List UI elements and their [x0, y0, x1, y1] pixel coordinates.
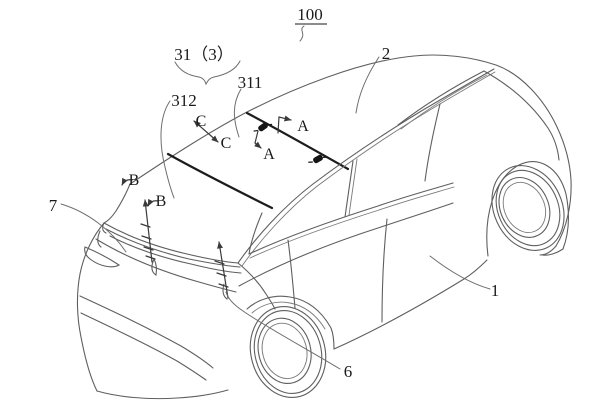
front-wheel — [486, 161, 569, 257]
car-silhouette — [76, 54, 572, 400]
label-b-bottom: B — [156, 193, 167, 210]
reference-labels: 100 31（3） 311 312 2 7 1 6 — [49, 5, 500, 381]
spoiler-wing-bottom — [105, 228, 241, 268]
roof-assembly — [166, 68, 496, 287]
label-100: 100 — [297, 5, 323, 24]
leader-100 — [299, 25, 305, 42]
beltline-inner — [249, 186, 455, 259]
front-rim-inner — [502, 181, 547, 233]
roof-and-hood-silhouette — [129, 54, 572, 247]
a-pillar-outer — [397, 70, 485, 126]
roof-seam-front — [245, 111, 350, 171]
rear-bumper-bottom — [96, 389, 229, 400]
section-line-c — [193, 120, 219, 143]
front-bumper-lower — [541, 248, 564, 256]
shoulder-crease — [238, 202, 454, 287]
section-letters: C C A A B B — [129, 113, 310, 210]
section-line-b-ticks — [140, 223, 156, 260]
front-tire-outer — [491, 165, 565, 251]
clip-body — [313, 154, 323, 164]
clip-leg — [308, 161, 313, 163]
front-wheel-arch — [486, 161, 569, 257]
rocker-line — [333, 259, 488, 350]
clip-leg — [322, 156, 328, 158]
leader-311 — [233, 88, 242, 138]
hatch-crease-2 — [80, 312, 207, 381]
leader-2 — [355, 56, 380, 114]
c-pillar-base — [237, 262, 276, 310]
b-pillar-front — [344, 160, 354, 218]
section-line-bracket — [217, 241, 229, 299]
label-1: 1 — [491, 281, 500, 300]
side-roofline-outer — [237, 68, 495, 264]
rear-door-seam — [287, 239, 296, 309]
label-c-bottom: C — [221, 135, 232, 152]
rear-window-bottom — [95, 238, 237, 293]
clip-leg — [267, 123, 273, 126]
label-2: 2 — [382, 44, 391, 63]
section-arrow-a-bottom — [254, 130, 262, 149]
front-rim-outer — [498, 177, 551, 238]
rear-rim-outer — [257, 317, 312, 384]
label-c-top: C — [196, 113, 207, 130]
rear-left-edge — [76, 222, 105, 392]
label-b-top: B — [129, 172, 140, 189]
side-roofline-inner — [241, 71, 496, 267]
spoiler-fin-mid — [151, 258, 157, 276]
label-311: 311 — [238, 73, 263, 92]
taillight — [84, 246, 121, 268]
rear-tire-inner — [253, 309, 323, 395]
rear-spoiler — [95, 183, 242, 300]
rear-rim-inner — [261, 322, 308, 379]
front-door-seam — [381, 218, 388, 323]
label-a-bottom: A — [263, 146, 275, 163]
spoiler-left-cap — [102, 222, 107, 234]
a-pillar-inner — [400, 74, 488, 130]
leader-312 — [160, 100, 175, 199]
rear-wheel-arch-lip — [251, 301, 326, 330]
rear-wheel — [246, 295, 335, 399]
hatch-crease-1 — [79, 295, 214, 369]
spoiler-slot — [109, 235, 242, 274]
clip-body — [258, 122, 268, 132]
rear-tire-outer — [249, 305, 327, 399]
spoiler-fin-left — [97, 230, 102, 248]
beltline-outer — [248, 182, 454, 255]
front-window-front-edge — [424, 103, 441, 182]
leader-1 — [429, 255, 491, 290]
section-cuts — [121, 115, 292, 299]
leader-6 — [225, 291, 341, 370]
front-end — [397, 70, 560, 161]
spoiler-wing-top — [103, 222, 239, 264]
label-7: 7 — [49, 196, 58, 215]
clip-leg — [253, 129, 259, 132]
label-312: 312 — [171, 91, 197, 110]
label-31-3: 31（3） — [174, 45, 234, 64]
rear-panel-left-edge — [103, 183, 131, 224]
front-tire-inner — [495, 169, 561, 247]
brace-31-3 — [174, 60, 241, 86]
rear-body — [79, 218, 388, 381]
label-arrow-b-top — [121, 177, 133, 186]
leader-7 — [60, 203, 127, 253]
label-6: 6 — [344, 362, 353, 381]
section-line-bracket-ticks — [214, 260, 229, 288]
leader-lines — [60, 23, 491, 370]
section-arrow-a-top — [277, 115, 292, 134]
quarter-window-rear-edge — [248, 212, 263, 255]
roof-clip-2 — [308, 154, 328, 164]
b-pillar-rear — [348, 158, 358, 216]
section-line-b — [142, 199, 153, 263]
rear-wheel-arch — [246, 295, 335, 350]
label-arrow-b-bottom — [147, 198, 159, 207]
label-a-top: A — [297, 118, 309, 135]
roof-seam-rear — [166, 152, 274, 210]
hood-crease — [483, 70, 560, 161]
roof-clip-1 — [253, 122, 273, 132]
